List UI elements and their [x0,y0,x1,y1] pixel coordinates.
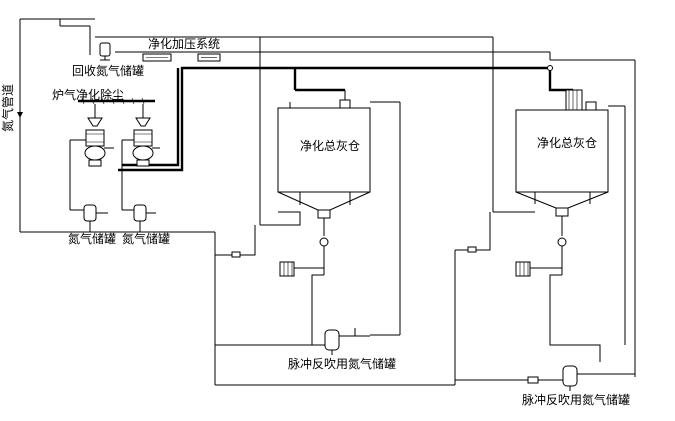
nitrogen-main-pipe-label: 氮气管道 [0,84,15,132]
nitrogen-main-pipe [17,18,215,233]
pulse-tank-2 [538,365,635,391]
nitrogen-tank-2 [122,204,156,232]
ash-bin-2-aux [454,211,601,385]
ash-bin-2-label: 净化总灰仓 [537,136,597,150]
dust-removal-header [78,97,155,105]
recovery-tank-label: 回收氮气储罐 [72,63,144,78]
nitrogen-tank-1 [70,204,108,232]
ash-bin-1-label: 净化总灰仓 [300,139,360,153]
purify-pressure-system-label: 净化加压系统 [148,37,220,51]
recovery-nitrogen-tank [99,42,111,61]
nitrogen-tank-2-label: 氮气储罐 [122,231,170,246]
pulse-tank-2-label: 脉冲反吹用氮气储罐 [522,392,630,407]
filter-unit-2 [121,104,160,210]
furnace-gas-dust-label: 炉气净化除尘 [52,87,124,102]
pressure-devices [142,53,221,62]
ash-bin-1-aux [214,101,455,386]
ash-bin-2 [515,89,626,345]
pulse-tank-1 [215,328,370,355]
filter-unit-1 [69,104,114,210]
ash-bin-1 [277,90,371,275]
pulse-tank-1-label: 脉冲反吹用氮气储罐 [288,356,396,371]
nitrogen-tank-1-label: 氮气储罐 [68,231,116,246]
junction-node [547,65,553,71]
